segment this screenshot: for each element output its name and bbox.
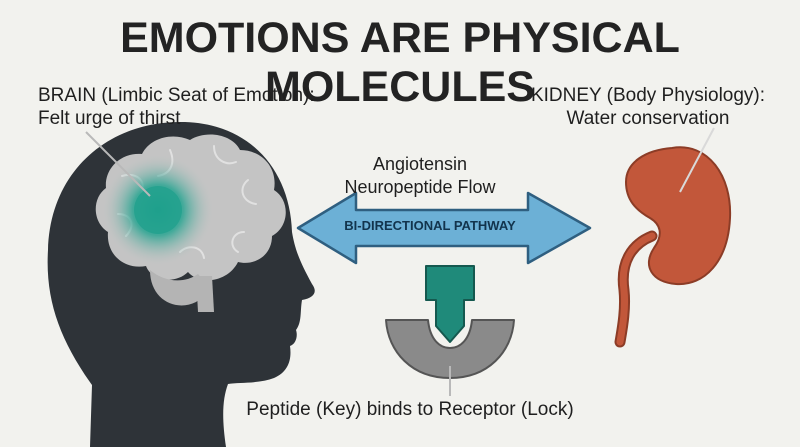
lock-key-label: Peptide (Key) binds to Receptor (Lock): [246, 399, 574, 420]
limbic-core: [134, 186, 182, 234]
kidney-label: KIDNEY (Body Physiology): Water conserva…: [510, 84, 786, 130]
brain-label: BRAIN (Limbic Seat of Emotion): Felt urg…: [38, 84, 358, 130]
receptor-lock: [385, 319, 515, 379]
brain-label-line1: BRAIN (Limbic Seat of Emotion):: [38, 85, 315, 106]
page-title: EMOTIONS ARE PHYSICAL MOLECULES: [120, 14, 680, 111]
kidney-shape: [624, 146, 732, 286]
flow-label-line1: Angiotensin: [372, 154, 468, 174]
brain-stem: [196, 276, 214, 312]
ureter-inner: [616, 232, 656, 346]
neuropeptide-flow-label: Angiotensin Neuropeptide Flow: [330, 153, 510, 199]
peptide-key: [425, 265, 475, 343]
kidney-leader-line: [679, 127, 715, 193]
kidney-label-line2: Water conservation: [566, 108, 730, 129]
bi-directional-arrow: [296, 191, 592, 265]
cerebellum-shape: [150, 270, 204, 306]
flow-label-line2: Neuropeptide Flow: [344, 177, 496, 197]
kidney-label-line1: KIDNEY (Body Physiology):: [530, 85, 766, 106]
brain-label-line2: Felt urge of thirst: [38, 108, 181, 129]
brain-leader-line: [85, 131, 151, 197]
pathway-label: BI-DIRECTIONAL PATHWAY: [344, 218, 516, 233]
